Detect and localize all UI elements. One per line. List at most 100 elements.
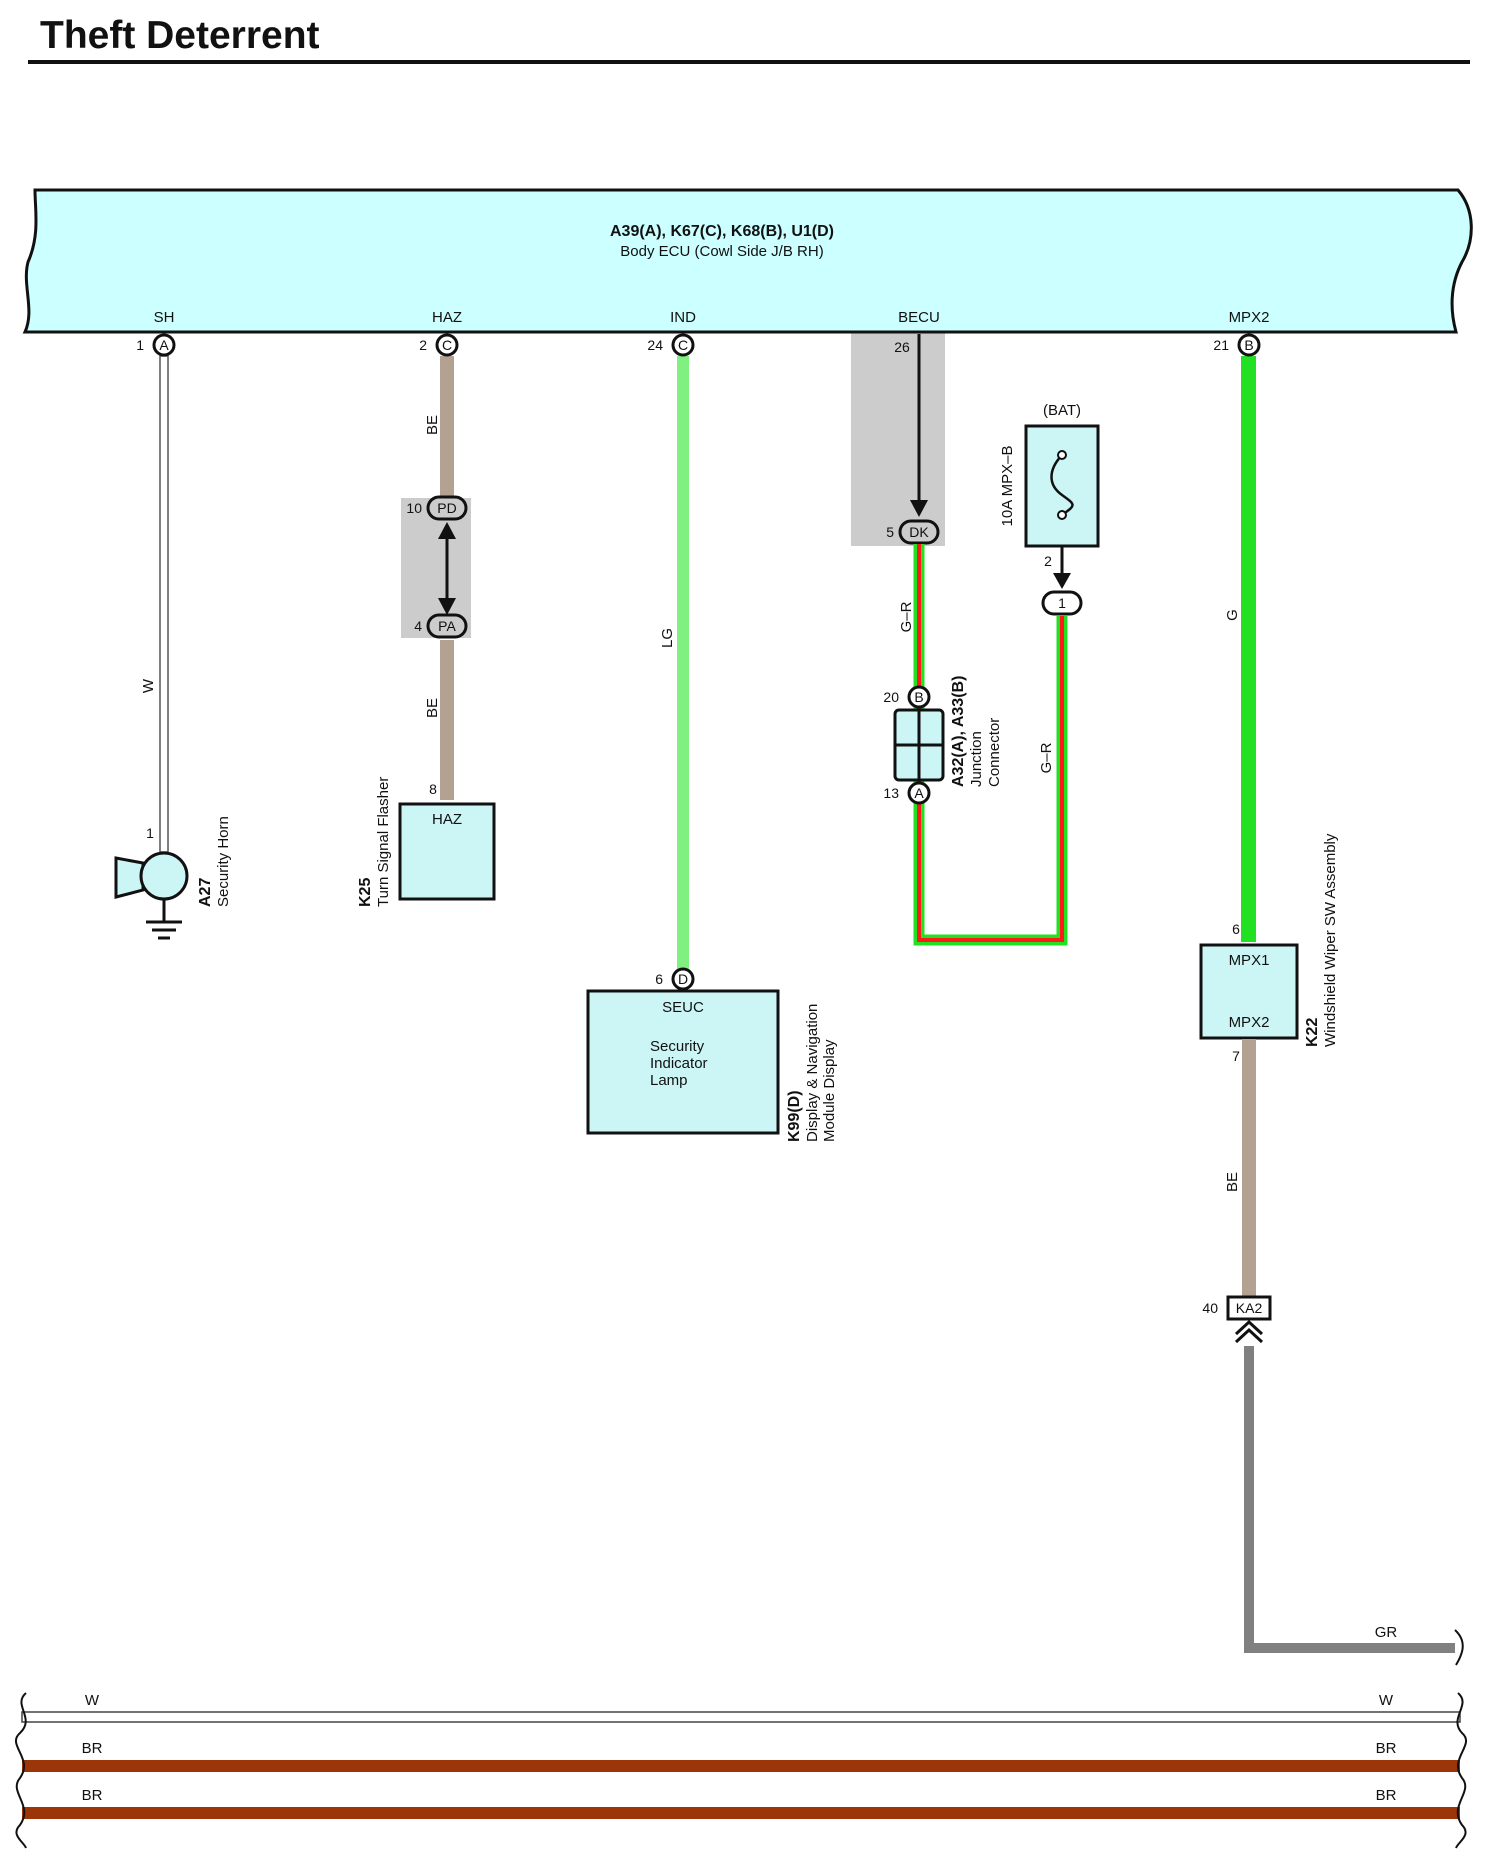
- display-name-2: Module Display: [821, 1039, 838, 1142]
- fuse-icon: [1050, 454, 1074, 517]
- flasher-code: K25: [357, 878, 374, 907]
- display-desc-3: Lamp: [650, 1072, 688, 1089]
- connector-dk-label: DK: [909, 524, 929, 540]
- connector-bat-one-label: 1: [1058, 595, 1066, 611]
- terminal-sh-marker: [152, 333, 176, 357]
- terminal-ind-marker: [671, 333, 695, 357]
- display-pin: 6: [655, 971, 663, 987]
- fuse-top-dot: [1057, 450, 1067, 460]
- bus-w-right: W: [1379, 1692, 1394, 1709]
- display-box: [586, 989, 780, 1135]
- wire-label-haz-lower: BE: [424, 698, 441, 718]
- wire-gr-end-break: [1454, 1629, 1464, 1666]
- flasher-terminal: HAZ: [432, 811, 462, 828]
- connector-pa-pin: 4: [414, 618, 422, 634]
- wire-label-bat: G–R: [1038, 742, 1055, 773]
- wire-label-mpx-upper: G: [1224, 609, 1241, 621]
- terminal-mpx2-conn: B: [1244, 337, 1253, 353]
- page-title: Theft Deterrent: [40, 14, 320, 57]
- wire-label-ind: LG: [659, 628, 676, 648]
- connector-pa: [426, 613, 468, 639]
- link-arrow-up: [438, 522, 456, 539]
- horn-pin: 1: [146, 825, 154, 841]
- bus-line-br-1: [22, 1760, 1460, 1772]
- connector-ka2-pin: 40: [1202, 1300, 1218, 1316]
- connector-pd-label: PD: [437, 500, 456, 516]
- wire-mpx-g: [1241, 356, 1256, 942]
- flasher-name: Turn Signal Flasher: [375, 777, 392, 907]
- display-conn-marker: [671, 967, 695, 991]
- bus-br2-right: BR: [1376, 1787, 1397, 1804]
- ecu-terminal-sh: SH: [154, 309, 175, 326]
- wire-gr: [1244, 1346, 1455, 1653]
- ecu-terminal-ind: IND: [670, 309, 696, 326]
- ka2-chevron-icon: [1234, 1319, 1264, 1344]
- wiper-code: K22: [1304, 1018, 1321, 1047]
- bus-w-left: W: [85, 1692, 100, 1709]
- junction-name-1: Junction: [968, 731, 985, 787]
- connector-pd: [426, 495, 468, 521]
- wire-ind-lg: [677, 356, 689, 979]
- junction-bottom-conn: A: [914, 785, 924, 801]
- terminal-mpx2-marker: [1237, 333, 1261, 357]
- display-terminal: SEUC: [662, 999, 704, 1016]
- ground-icon: [146, 920, 182, 940]
- fuse-arrow: [1053, 573, 1071, 589]
- bus-br1-left: BR: [82, 1740, 103, 1757]
- display-name-1: Display & Navigation: [804, 1004, 821, 1142]
- wire-mpx-be: [1242, 1039, 1256, 1298]
- junction-bottom-pin: 13: [883, 785, 899, 801]
- terminal-ind-conn: C: [678, 337, 688, 353]
- wire-label-mpx-lower: BE: [1224, 1172, 1241, 1192]
- bus-left-break: [14, 1692, 27, 1849]
- bus-br1-right: BR: [1376, 1740, 1397, 1757]
- ecu-terminal-becu: BECU: [898, 309, 940, 326]
- ecu-terminal-haz: HAZ: [432, 309, 462, 326]
- connector-dk: [898, 519, 940, 545]
- horn-icon: [114, 856, 145, 899]
- ecu-terminal-mpx2: MPX2: [1229, 309, 1270, 326]
- link-arrow-down: [438, 598, 456, 615]
- terminal-haz-marker: [435, 333, 459, 357]
- flasher-box: [398, 802, 496, 901]
- becu-arrow: [910, 500, 928, 517]
- fuse-source: (BAT): [1043, 402, 1081, 419]
- junction-codes: A32(A), A33(B): [950, 676, 967, 787]
- display-desc-2: Indicator: [650, 1055, 708, 1072]
- connector-ka2: [1226, 1295, 1272, 1321]
- junction-bottom-marker: [907, 781, 931, 805]
- fuse-label: 10A MPX–B: [999, 446, 1016, 527]
- display-code: K99(D): [786, 1090, 803, 1142]
- bus-line-w: [21, 1711, 1461, 1723]
- wiper-box: [1199, 943, 1299, 1040]
- wiper-name: Windshield Wiper SW Assembly: [1322, 833, 1339, 1047]
- bus-line-br-2: [22, 1807, 1460, 1819]
- horn-name: Security Horn: [215, 816, 232, 907]
- bus-br2-left: BR: [82, 1787, 103, 1804]
- wire-sh-w: [159, 355, 169, 853]
- junction-top-conn: B: [914, 689, 923, 705]
- flasher-pin: 8: [429, 781, 437, 797]
- ecu-name: Body ECU (Cowl Side J/B RH): [620, 243, 823, 260]
- display-conn: D: [678, 971, 688, 987]
- terminal-haz-pin: 2: [419, 337, 427, 353]
- wire-label-ground: GR: [1375, 1624, 1398, 1641]
- terminal-sh-conn: A: [159, 337, 169, 353]
- wire-label-sh: W: [140, 678, 157, 693]
- terminal-mpx2-pin: 21: [1213, 337, 1229, 353]
- connector-bat-one: [1041, 590, 1083, 616]
- wiper-pin-top: 6: [1232, 921, 1240, 937]
- terminal-haz-conn: C: [442, 337, 452, 353]
- wire-haz-be-lower: [440, 640, 454, 800]
- body-ecu-box: [22, 188, 1473, 334]
- fuse-box: [1024, 424, 1100, 548]
- horn-body: [139, 851, 189, 901]
- fuse-bottom-dot: [1057, 510, 1067, 520]
- wiper-pin-bottom: 7: [1232, 1048, 1240, 1064]
- shade-becu-connector: [851, 333, 945, 546]
- display-desc-1: Security: [650, 1038, 705, 1055]
- horn-code: A27: [197, 878, 214, 907]
- junction-top-marker: [907, 685, 931, 709]
